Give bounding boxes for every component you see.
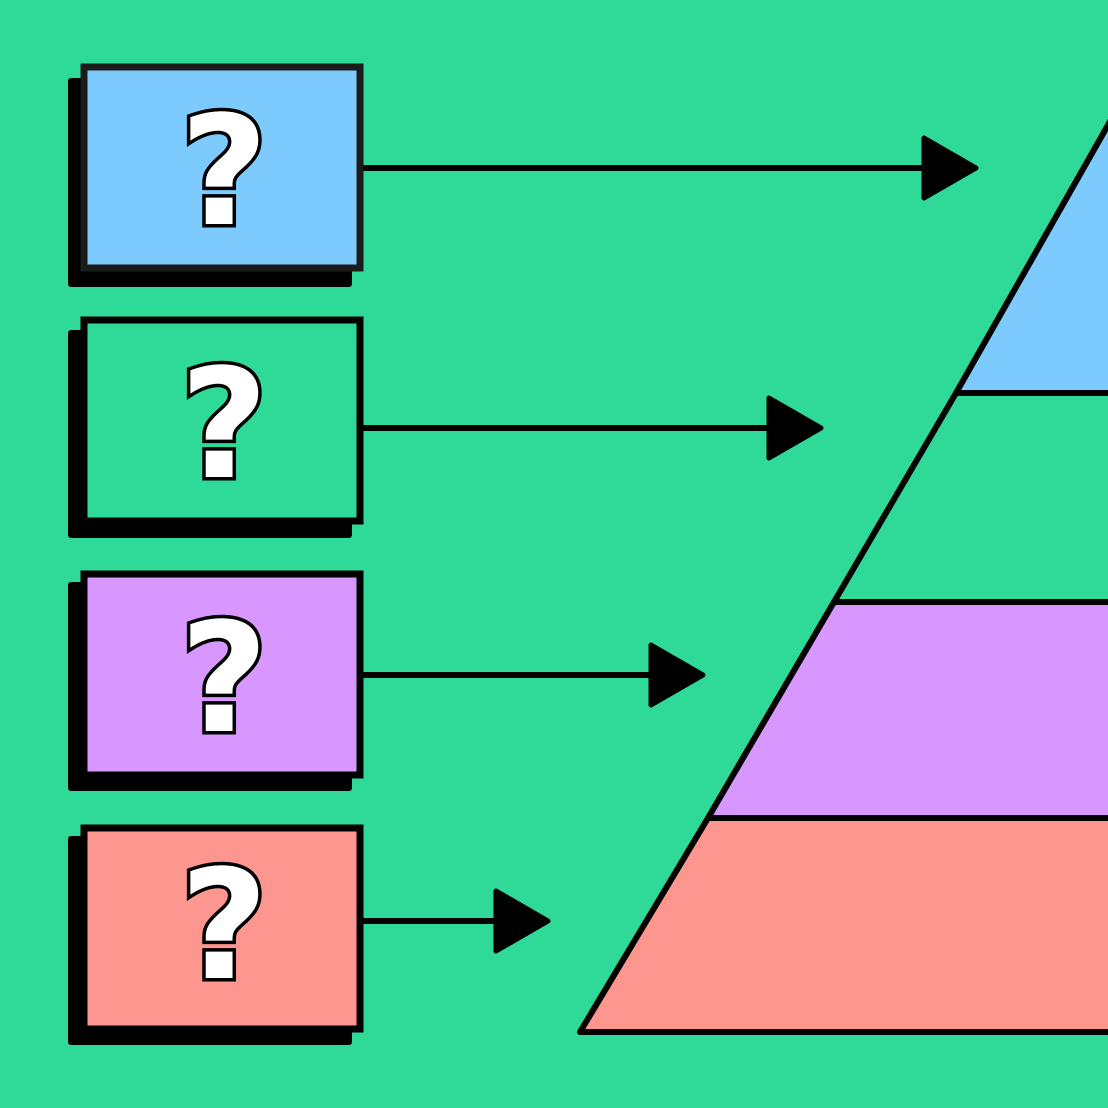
card-face bbox=[80, 824, 364, 1033]
arrow-to-third-level bbox=[360, 642, 706, 708]
card-top: ? bbox=[68, 63, 364, 287]
arrow-head-icon bbox=[766, 395, 824, 461]
question-mark: ? bbox=[180, 83, 268, 260]
arrow-head-icon bbox=[921, 135, 979, 201]
card-second: ? bbox=[68, 316, 364, 538]
arrow-to-bottom-level bbox=[360, 888, 551, 954]
card-face bbox=[80, 316, 364, 525]
arrow-to-top-level bbox=[360, 135, 979, 201]
card-face bbox=[80, 63, 364, 272]
question-mark: ? bbox=[180, 336, 268, 513]
pyramid-level-second bbox=[831, 390, 1108, 605]
arrow-to-second-level bbox=[360, 395, 824, 461]
pyramid-level-top bbox=[953, 118, 1108, 396]
card-face bbox=[80, 570, 364, 779]
arrows bbox=[360, 135, 979, 954]
card-third: ? bbox=[68, 570, 364, 791]
pyramid bbox=[577, 118, 1108, 1035]
question-mark: ? bbox=[180, 590, 268, 767]
question-mark: ? bbox=[180, 837, 268, 1014]
arrow-head-icon bbox=[493, 888, 551, 954]
pyramid-level-third bbox=[705, 599, 1108, 821]
card-bottom: ? bbox=[68, 824, 364, 1045]
pyramid-level-bottom bbox=[577, 815, 1108, 1035]
arrow-head-icon bbox=[648, 642, 706, 708]
